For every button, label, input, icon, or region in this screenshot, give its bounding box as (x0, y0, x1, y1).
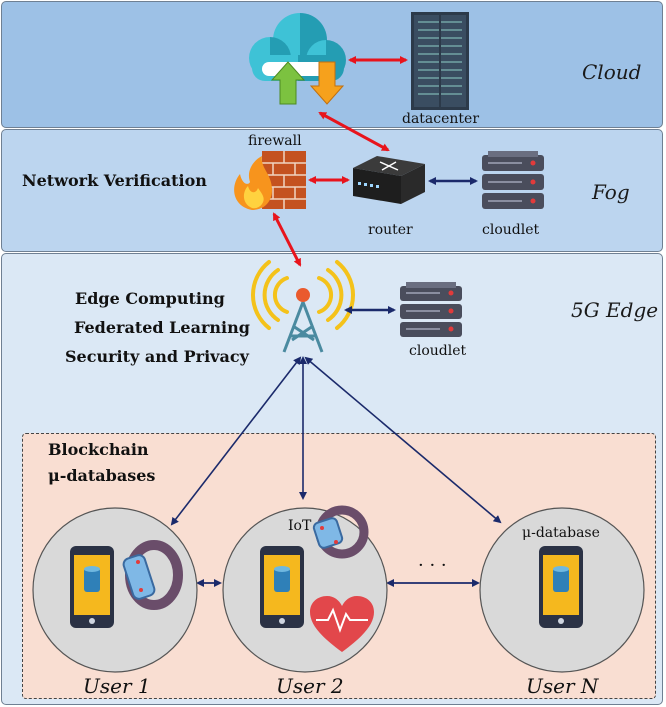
user1-label: User 1 (83, 674, 151, 698)
datacenter-label: datacenter (402, 111, 480, 127)
cloud-layer-title: Cloud (582, 60, 642, 84)
user2-label: User 2 (276, 674, 344, 698)
heart-icon (310, 596, 374, 652)
phone-icon (70, 546, 114, 628)
smartband-icon (122, 540, 183, 610)
antenna-tower-icon (251, 260, 355, 353)
router-icon (353, 156, 425, 204)
download-arrow-icon (309, 61, 345, 105)
cloudlet-edge-icon (400, 282, 462, 337)
mu-database-label: μ-database (522, 525, 600, 541)
usern-label: User N (526, 674, 599, 698)
arrow-antenna-usern (304, 356, 502, 524)
datacenter-icon (411, 12, 469, 110)
network-verification-text: Network Verification (22, 171, 207, 190)
cloudlet-edge-label: cloudlet (409, 343, 467, 359)
router-label: router (368, 222, 413, 238)
arrow-firewall-antenna (272, 212, 302, 267)
arrow-cloud-router (318, 111, 390, 152)
arrow-antenna-user1 (170, 356, 302, 526)
smartband-icon (312, 505, 369, 559)
iot-label: IoT (288, 518, 312, 534)
ellipsis-label: · · · (418, 555, 447, 576)
mu-databases-text: μ-databases (48, 466, 156, 485)
federated-learning-text: Federated Learning (74, 318, 250, 337)
fog-layer-title: Fog (592, 180, 630, 204)
cloudlet-fog-label: cloudlet (482, 222, 540, 238)
security-privacy-text: Security and Privacy (65, 347, 249, 366)
edge-computing-text: Edge Computing (75, 289, 225, 308)
upload-arrow-icon (270, 61, 306, 105)
phone-icon (539, 546, 583, 628)
fire-icon (234, 156, 272, 210)
firewall-label: firewall (248, 133, 302, 149)
blockchain-text: Blockchain (48, 440, 149, 459)
cloudlet-fog-icon (482, 151, 544, 209)
edge-layer-title: 5G Edge (571, 298, 659, 322)
phone-icon (260, 546, 304, 628)
